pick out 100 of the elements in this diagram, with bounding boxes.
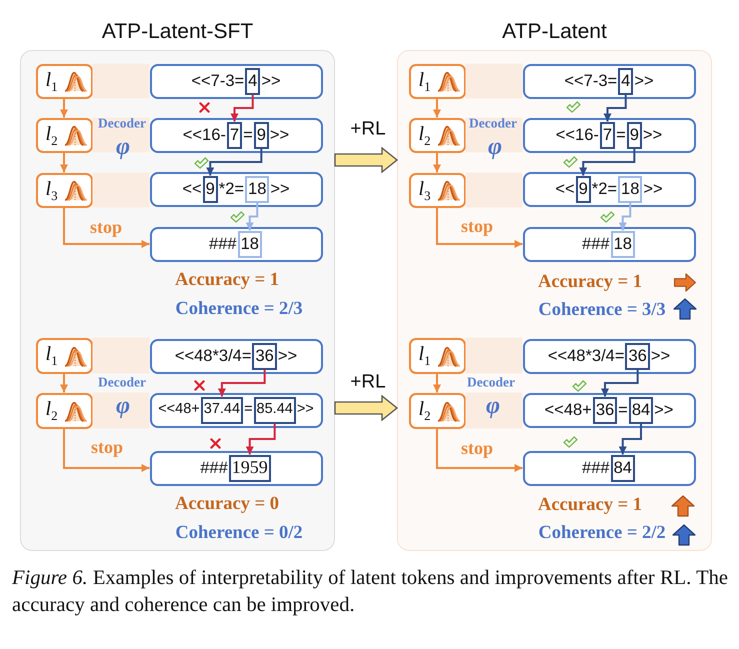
number-text: 84 (614, 458, 632, 478)
expression-text: >> (643, 180, 663, 198)
expression-card (522, 392, 696, 428)
number-text: 36 (596, 400, 614, 420)
expression-text: ### (582, 458, 610, 478)
number-text: 1959 (232, 458, 268, 478)
expression-text: ### (209, 234, 237, 254)
expression-text: << (555, 180, 575, 198)
latent-label: l$_{2}$ (46, 399, 58, 422)
arrow (604, 94, 627, 122)
number-text: 7 (230, 126, 240, 144)
number-text: 36 (628, 346, 647, 366)
arrow (436, 208, 522, 248)
expression-card (150, 226, 322, 262)
edge-label: stop (90, 218, 122, 238)
latent-label: l$_{1}$ (418, 344, 431, 367)
phi-symbol: φ (488, 134, 502, 160)
latent-card (408, 118, 466, 152)
number-text: 7 (602, 126, 612, 144)
edge-label: stop (91, 438, 123, 458)
arrow (618, 202, 632, 230)
expression-text: >> (642, 126, 662, 144)
phi-symbol: φ (116, 134, 130, 160)
expression-card (150, 392, 322, 428)
expression-card (150, 338, 322, 374)
decoder-band (466, 338, 522, 374)
highlight-frame (254, 122, 269, 148)
decoder-band (92, 392, 150, 428)
latent-label: l$_{3}$ (46, 178, 58, 202)
highlight-frame (226, 122, 242, 148)
arrow (601, 370, 639, 396)
decoder-band (466, 392, 522, 428)
latent-card (36, 118, 92, 152)
number-text: 4 (621, 72, 630, 90)
expression-card (522, 64, 696, 98)
latent-card (36, 392, 92, 428)
latent-card (408, 172, 466, 208)
decoder-label: Decoder (98, 376, 146, 390)
expression-text: <<48+ (544, 400, 592, 420)
highlight-frame (610, 454, 635, 482)
highlight-frame (626, 122, 642, 148)
decoder-label: Decoder (98, 116, 146, 132)
highlight-frame (200, 396, 244, 424)
highlight-frame (618, 176, 642, 202)
decoder-band (92, 338, 150, 374)
expression-text: <<16- (556, 126, 599, 144)
expression-text: >> (296, 402, 314, 418)
number-text: 18 (621, 180, 640, 198)
number-text: 9 (578, 180, 588, 198)
arrow (433, 374, 441, 392)
number-text: 9 (256, 126, 266, 144)
latent-card (408, 392, 466, 428)
accuracy-score: Accuracy = 1 (538, 272, 642, 292)
highlight-frame (600, 122, 616, 148)
number-text: 85.44 (256, 402, 293, 418)
highlight-frame (254, 396, 296, 424)
number-text: 9 (206, 180, 215, 198)
expression-text: >> (654, 400, 674, 420)
latent-label: l$_{2}$ (46, 124, 58, 146)
arrow (433, 152, 441, 172)
expression-text: = (618, 400, 628, 420)
number-text: 18 (240, 234, 259, 254)
latent-card (36, 172, 92, 208)
expression-text: >> (261, 72, 281, 90)
panel-title: ATP-Latent-SFT (102, 20, 254, 44)
expression-text: <<48*3/4= (548, 346, 624, 366)
coherence-score: Coherence = 2/2 (538, 522, 666, 544)
latent-card (408, 338, 466, 374)
arrow (246, 202, 258, 230)
arrow (63, 208, 150, 248)
latent-label: l$_{2}$ (418, 399, 431, 422)
decoder-band (466, 64, 522, 98)
highlight-frame (245, 68, 260, 94)
latent-label: l$_{2}$ (418, 124, 431, 146)
arrow (218, 370, 266, 396)
expression-card (522, 226, 696, 262)
phi-symbol: φ (486, 392, 500, 420)
latent-card (36, 338, 92, 374)
number-text: 84 (632, 400, 650, 420)
expression-text: <<7-3= (191, 72, 244, 90)
coherence-score: Coherence = 0/2 (175, 522, 303, 544)
arrow (63, 428, 150, 472)
highlight-frame (202, 176, 218, 202)
expression-text: <<48+ (158, 402, 200, 418)
block-arrow (334, 146, 398, 174)
highlight-frame (628, 396, 654, 424)
expression-text: <<16- (182, 126, 226, 144)
expression-text: *2= (218, 180, 244, 198)
highlight-frame (592, 396, 618, 424)
edge-label: +RL (350, 120, 386, 140)
edge-label: stop (461, 217, 493, 237)
expression-text: = (244, 402, 253, 418)
number-text: 37.44 (204, 402, 240, 418)
expression-card (522, 172, 696, 206)
arrow (206, 148, 262, 176)
highlight-frame (618, 68, 634, 94)
coherence-score: Coherence = 3/3 (538, 300, 666, 320)
arrow (60, 152, 68, 172)
latent-card (408, 64, 466, 98)
expression-text: >> (270, 126, 290, 144)
